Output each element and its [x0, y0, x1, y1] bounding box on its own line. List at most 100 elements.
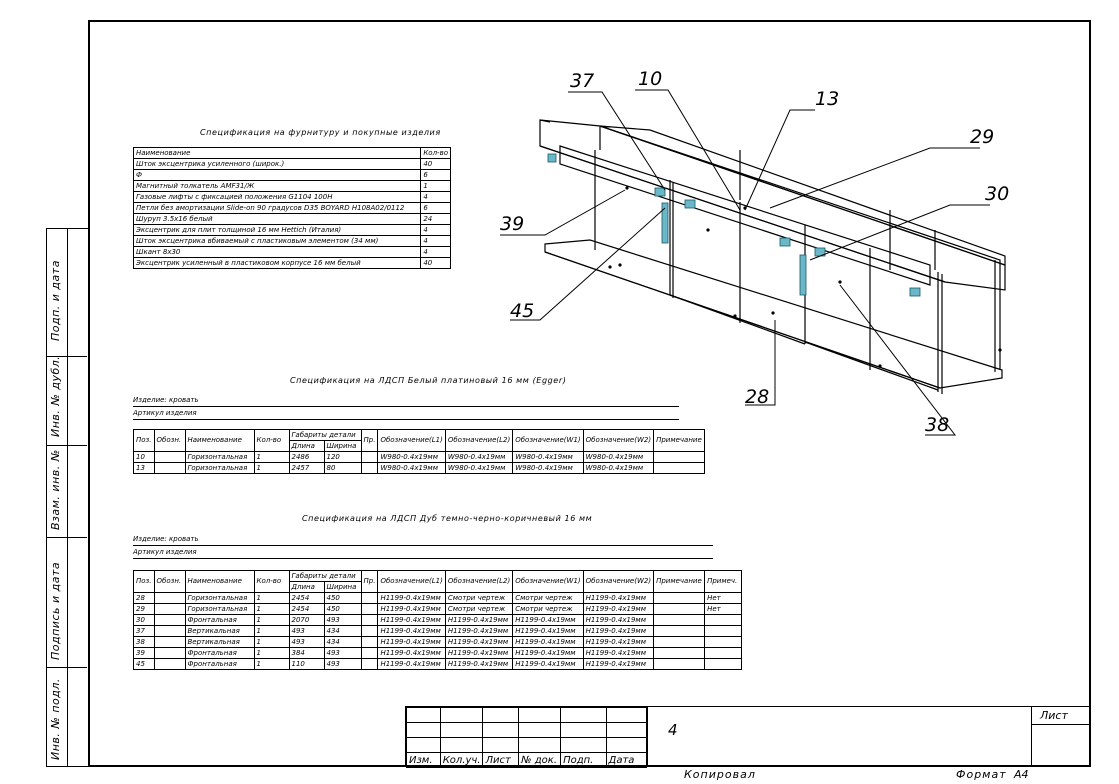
- header-cell: Обозначение(L1): [377, 570, 446, 593]
- ldsp-white-product-label: Изделие: кровать: [133, 396, 199, 404]
- callout-29: 29: [970, 126, 995, 148]
- table-cell: [153, 451, 186, 463]
- table-cell: H1199-0.4х19мм: [512, 625, 584, 637]
- table-cell: 384: [288, 647, 325, 659]
- table-cell: Горизонтальная: [184, 451, 255, 463]
- table-cell: H1199-0.4х19мм: [377, 614, 446, 626]
- header-cell: Обозначение(W2): [582, 570, 655, 593]
- table-cell: 38: [133, 636, 155, 648]
- table-cell: [360, 462, 379, 474]
- table-cell: [653, 451, 706, 463]
- header-cell: Обозн.: [153, 570, 186, 593]
- table-cell: [704, 658, 743, 670]
- table-row: Газовые лифты с фиксацией положения G110…: [132, 191, 451, 203]
- table-cell: 80: [323, 462, 362, 474]
- table-cell: Фронтальная: [184, 647, 255, 659]
- table-cell: [153, 603, 186, 615]
- sheet-designation: 4: [668, 721, 678, 739]
- table-cell: W980-0.4х19мм: [582, 451, 655, 463]
- table-cell: 120: [323, 451, 362, 463]
- header-cell: Поз.: [133, 429, 155, 452]
- header-cell: Габариты детали: [288, 570, 362, 582]
- table-row: Эксцентрик усиленный в пластиковом корпу…: [132, 257, 451, 269]
- header-cell: Обозначение(L2): [444, 570, 514, 593]
- side-label-3: Взам. инв. №: [49, 449, 62, 530]
- header-cell: Габариты детали: [288, 429, 362, 441]
- table-cell: 2070: [288, 614, 325, 626]
- table-cell: Нет: [704, 592, 743, 604]
- header-cell: Обозначение(W1): [512, 570, 584, 593]
- table-cell: 13: [133, 462, 155, 474]
- table-cell: [653, 647, 706, 659]
- table-cell: Смотри чертеж: [512, 603, 584, 615]
- side-cell-5: Инв. № подл.: [47, 668, 87, 768]
- table-cell: H1199-0.4х19мм: [582, 625, 655, 637]
- header-subcell: Ширина: [323, 440, 362, 452]
- table-cell: [360, 625, 379, 637]
- side-strip: Подп. и дата Инв. № дубл. Взам. инв. № П…: [46, 228, 88, 767]
- table-cell: [653, 603, 706, 615]
- ldsp-white-title: Спецификация на ЛДСП Белый платиновый 16…: [290, 376, 567, 385]
- table-cell: W980-0.4х19мм: [582, 462, 655, 474]
- revision-column-label: Лист: [482, 752, 520, 768]
- table-cell: H1199-0.4х19мм: [582, 647, 655, 659]
- table-cell: Горизонтальная: [184, 592, 255, 604]
- table-cell: [360, 658, 379, 670]
- table-cell: Смотри чертеж: [444, 592, 514, 604]
- table-cell: 1: [253, 647, 290, 659]
- table-cell: H1199-0.4х19мм: [377, 592, 446, 604]
- header-subcell: Длина: [288, 440, 325, 452]
- table-cell: 493: [323, 647, 362, 659]
- table-cell: H1199-0.4х19мм: [582, 592, 655, 604]
- revision-column-label: Дата: [605, 752, 647, 768]
- hardware-header-cell: Наименование: [132, 147, 422, 159]
- revision-column-label: Изм.: [406, 752, 441, 768]
- table-cell: 434: [323, 625, 362, 637]
- table-cell: Вертикальная: [184, 625, 255, 637]
- table-cell: W980-0.4х19мм: [512, 462, 584, 474]
- table-cell: 29: [133, 603, 155, 615]
- table-cell: H1199-0.4х19мм: [512, 614, 584, 626]
- table-cell: [704, 647, 743, 659]
- table-cell: [360, 647, 379, 659]
- table-cell: Смотри чертеж: [444, 603, 514, 615]
- header-cell: Пр.: [360, 570, 379, 593]
- table-cell: 40: [420, 257, 451, 269]
- table-cell: 493: [288, 625, 325, 637]
- table-cell: 110: [288, 658, 325, 670]
- table-row: Эксцентрик для плит толщиной 16 мм Hetti…: [132, 224, 451, 236]
- table-cell: 10: [133, 451, 155, 463]
- revision-column-label: № док.: [518, 752, 562, 768]
- table-cell: H1199-0.4х19мм: [377, 636, 446, 648]
- table-cell: Ф: [132, 169, 422, 181]
- table-cell: 30: [133, 614, 155, 626]
- table-cell: 450: [323, 592, 362, 604]
- table-row: Шток эксцентрика усиленного (широк.)40: [132, 158, 451, 170]
- table-cell: Нет: [704, 603, 743, 615]
- table-cell: [360, 636, 379, 648]
- callout-13: 13: [815, 88, 840, 110]
- header-cell: Кол-во: [253, 570, 290, 593]
- table-cell: 2454: [288, 592, 325, 604]
- table-cell: H1199-0.4х19мм: [377, 658, 446, 670]
- sheet-box: Лист: [1031, 707, 1091, 766]
- table-cell: 24: [420, 213, 451, 225]
- header-subcell: Длина: [288, 581, 325, 593]
- table-cell: [360, 603, 379, 615]
- revision-column-label: Кол.уч.: [439, 752, 484, 768]
- table-cell: H1199-0.4х19мм: [444, 614, 514, 626]
- table-cell: W980-0.4х19мм: [512, 451, 584, 463]
- table-cell: [653, 658, 706, 670]
- table-cell: 493: [323, 614, 362, 626]
- header-cell: Поз.: [133, 570, 155, 593]
